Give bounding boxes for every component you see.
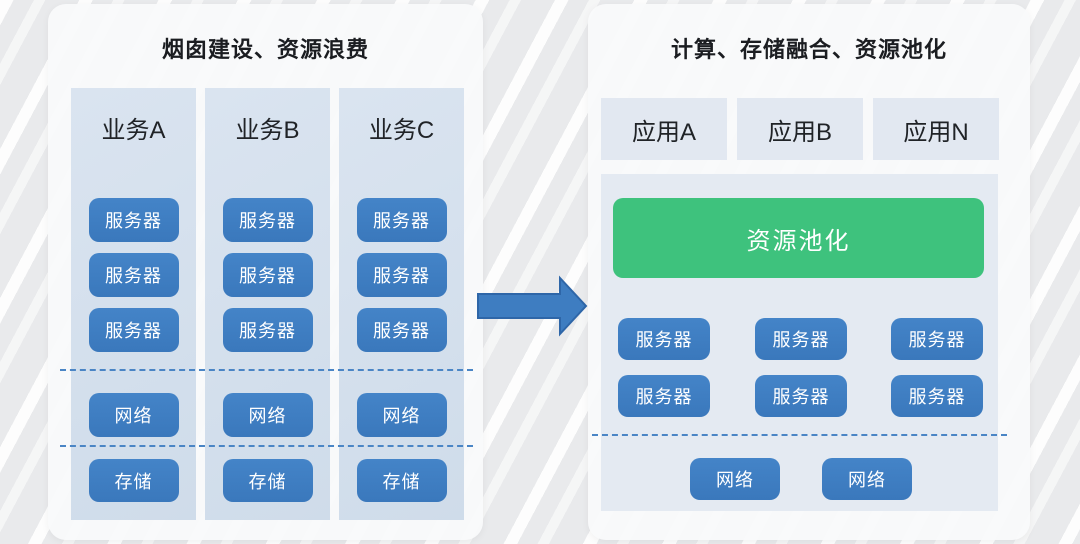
network-layer-divider [592,434,1007,436]
storage-box: 存储 [356,459,447,502]
server-box: 服务器 [356,308,447,352]
network-box: 网络 [822,458,912,500]
business-a-title: 业务A [101,117,166,144]
storage-layer-divider [60,445,473,447]
server-box: 服务器 [755,375,847,417]
applications-row: 应用A 应用B 应用N [601,98,999,160]
app-n-box: 应用N [873,98,999,160]
storage-box: 存储 [222,459,313,502]
business-b-title: 业务B [235,117,300,144]
business-c-column: 业务C 服务器 服务器 服务器 网络 存储 [339,88,464,520]
pooled-card-title: 计算、存储融合、资源池化 [670,37,947,62]
resource-pool-panel: 资源池化 服务器 服务器 服务器 服务器 服务器 服务器 [601,174,998,511]
resource-pool-bar: 资源池化 [613,198,984,278]
server-box: 服务器 [618,375,710,417]
server-box: 服务器 [222,198,313,242]
network-box: 网络 [690,458,780,500]
server-box: 服务器 [755,318,847,360]
pooled-architecture-card: 计算、存储融合、资源池化 应用A 应用B 应用N 资源池化 服务器 服务器 服务… [588,4,1030,540]
right-arrow-icon [476,275,588,337]
silo-architecture-card: 烟囱建设、资源浪费 业务A 服务器 服务器 服务器 网络 存储 业务B 服务器 … [48,4,483,540]
server-box: 服务器 [88,198,179,242]
business-b-column: 业务B 服务器 服务器 服务器 网络 存储 [205,88,330,520]
server-box: 服务器 [222,253,313,297]
server-box: 服务器 [618,318,710,360]
silo-card-title: 烟囱建设、资源浪费 [161,37,369,62]
network-box: 网络 [222,393,313,437]
server-box: 服务器 [891,375,983,417]
network-box: 网络 [88,393,179,437]
server-box: 服务器 [891,318,983,360]
app-a-box: 应用A [601,98,727,160]
app-b-box: 应用B [737,98,863,160]
server-box: 服务器 [356,253,447,297]
server-box: 服务器 [88,308,179,352]
server-box: 服务器 [88,253,179,297]
storage-box: 存储 [88,459,179,502]
business-c-title: 业务C [368,117,435,144]
network-box: 网络 [356,393,447,437]
server-box: 服务器 [356,198,447,242]
network-layer-divider [60,369,473,371]
business-a-column: 业务A 服务器 服务器 服务器 网络 存储 [71,88,196,520]
server-box: 服务器 [222,308,313,352]
